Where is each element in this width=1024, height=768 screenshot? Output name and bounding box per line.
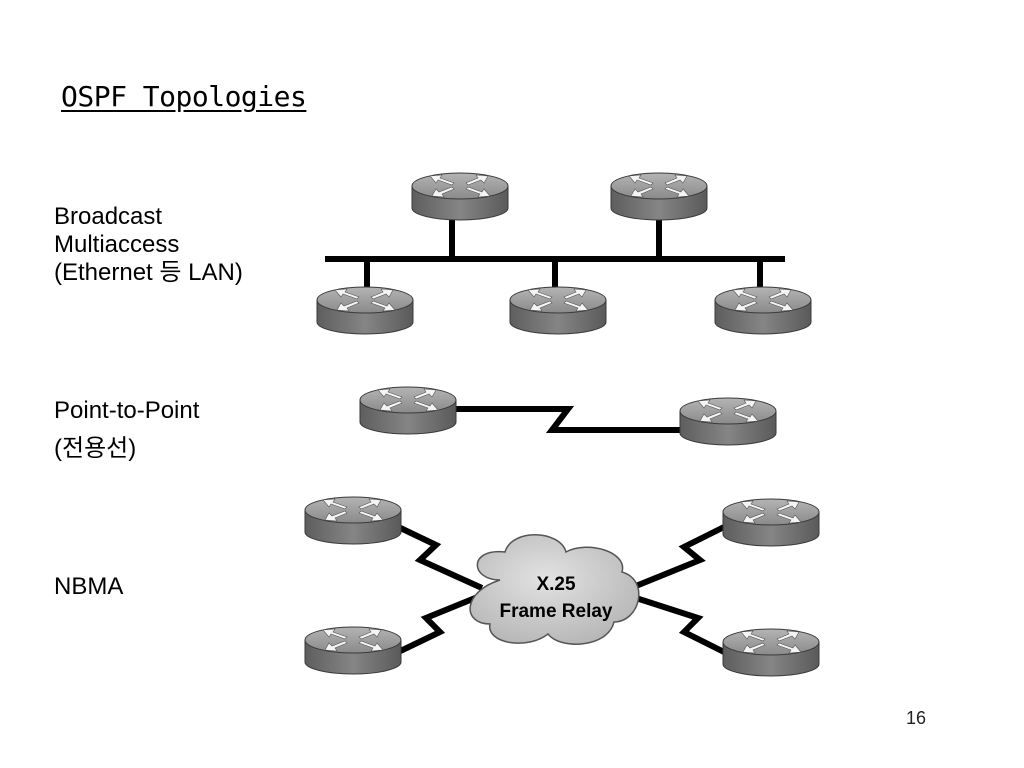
router-icon xyxy=(714,286,812,335)
serial-link xyxy=(388,520,484,591)
point-to-point-label-line2: (전용선) xyxy=(54,435,137,462)
router-icon xyxy=(304,626,402,675)
router-icon xyxy=(304,496,402,545)
serial-link xyxy=(388,593,482,659)
page-title: OSPF Topologies xyxy=(61,80,307,113)
serial-link xyxy=(635,595,734,659)
router-icon xyxy=(359,386,457,435)
nbma-topology: X.25 Frame Relay xyxy=(304,496,820,677)
point-to-point-topology xyxy=(359,386,777,446)
point-to-point-label: Point-to-Point (전용선) xyxy=(54,392,199,468)
router-icon xyxy=(610,172,708,221)
broadcast-label-line1: Broadcast xyxy=(54,203,163,230)
router-icon xyxy=(509,286,607,335)
router-icon xyxy=(722,498,820,547)
serial-link xyxy=(634,520,734,589)
broadcast-topology xyxy=(316,172,812,335)
router-icon xyxy=(411,172,509,221)
broadcast-label-line2: Multiaccess xyxy=(54,231,180,258)
router-icon xyxy=(722,628,820,677)
router-icon xyxy=(679,397,777,446)
serial-link xyxy=(448,406,690,433)
cloud-icon xyxy=(469,534,640,645)
nbma-label: NBMA xyxy=(54,573,124,600)
router-icon xyxy=(316,286,414,335)
broadcast-label: Broadcast Multiaccess (Ethernet 등 LAN) xyxy=(54,203,243,287)
cloud-label-line1: X.25 xyxy=(536,574,576,595)
cloud-label-line2: Frame Relay xyxy=(499,601,612,622)
broadcast-label-line3: (Ethernet 등 LAN) xyxy=(54,259,243,286)
page-number: 16 xyxy=(906,708,927,728)
point-to-point-label-line1: Point-to-Point xyxy=(54,397,200,424)
